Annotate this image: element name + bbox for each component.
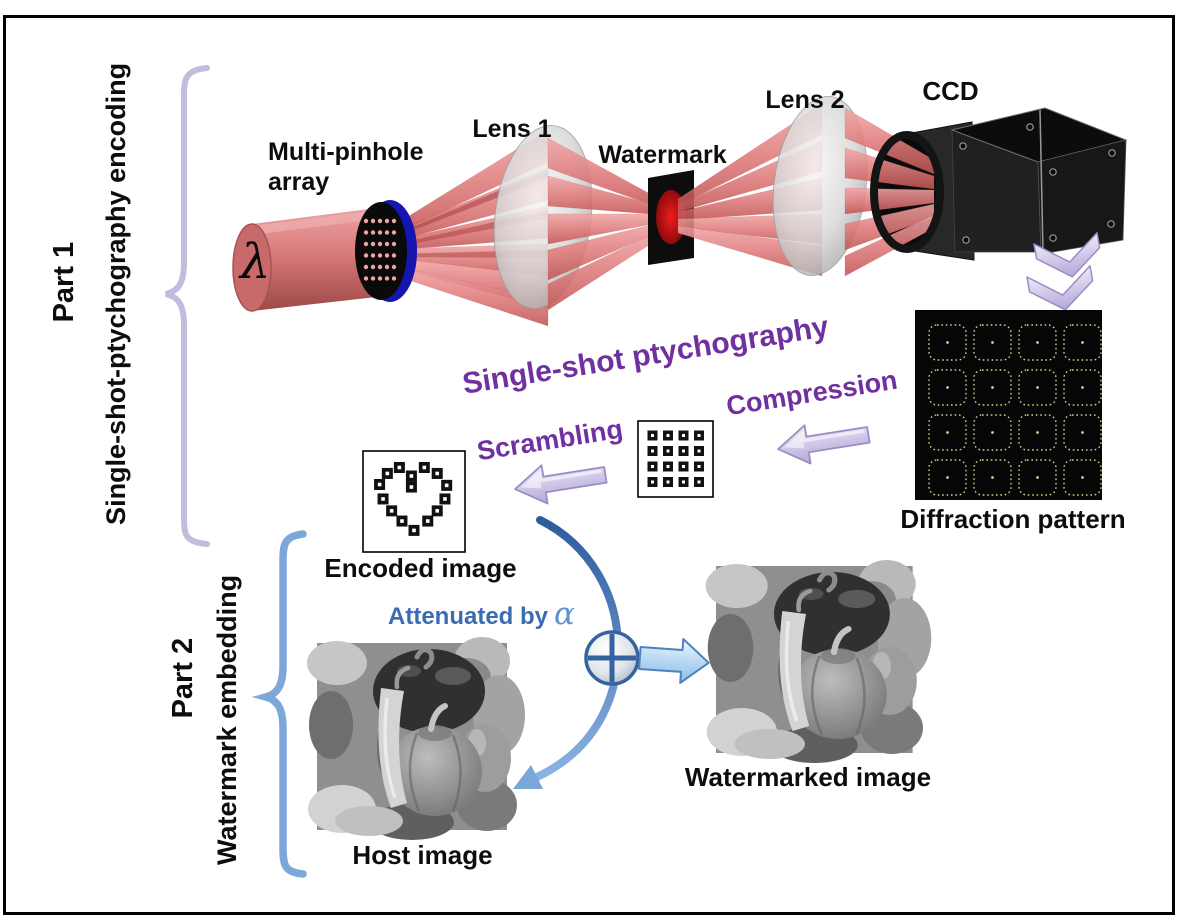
part1-title: Part 1 bbox=[47, 241, 80, 323]
right-arrow-icon bbox=[638, 637, 710, 684]
encoded-caption: Encoded image bbox=[324, 553, 517, 583]
ccd-screws bbox=[959, 123, 1116, 244]
diffraction-caption: Diffraction pattern bbox=[900, 504, 1126, 534]
compression-arrow-icon bbox=[774, 414, 873, 470]
scrambling-arrow-icon bbox=[511, 454, 610, 510]
part1-brace bbox=[165, 65, 210, 547]
part1-subtitle: Single-shot-ptychography encoding bbox=[101, 62, 132, 525]
ccd-label: CCD bbox=[922, 76, 979, 106]
laser-beam-cylinder bbox=[232, 207, 385, 312]
host-caption: Host image bbox=[352, 840, 493, 870]
part2-subtitle: Watermark embedding bbox=[212, 574, 243, 865]
compressed-pattern-image bbox=[637, 420, 714, 498]
ccd-camera bbox=[844, 107, 1128, 277]
part2-title: Part 2 bbox=[166, 637, 199, 719]
lens1-label: Lens 1 bbox=[472, 115, 552, 143]
lens2-label: Lens 2 bbox=[765, 86, 845, 114]
part2-brace bbox=[251, 530, 307, 878]
plus-operator-icon bbox=[584, 630, 640, 686]
watermarked-caption: Watermarked image bbox=[684, 762, 932, 792]
alpha-symbol: α bbox=[554, 596, 575, 632]
host-image bbox=[307, 637, 525, 840]
multi-pinhole-label: Multi-pinhole array bbox=[268, 138, 424, 196]
encoded-heart-image bbox=[362, 450, 466, 553]
watermarked-image bbox=[706, 560, 932, 763]
lambda-symbol: λ bbox=[240, 234, 271, 290]
figure-border bbox=[3, 15, 1175, 915]
attenuated-text: Attenuated by bbox=[388, 603, 549, 630]
multi-pinhole-array bbox=[355, 200, 417, 302]
watermark-label: Watermark bbox=[598, 141, 727, 169]
diffraction-pattern-image bbox=[915, 310, 1102, 500]
